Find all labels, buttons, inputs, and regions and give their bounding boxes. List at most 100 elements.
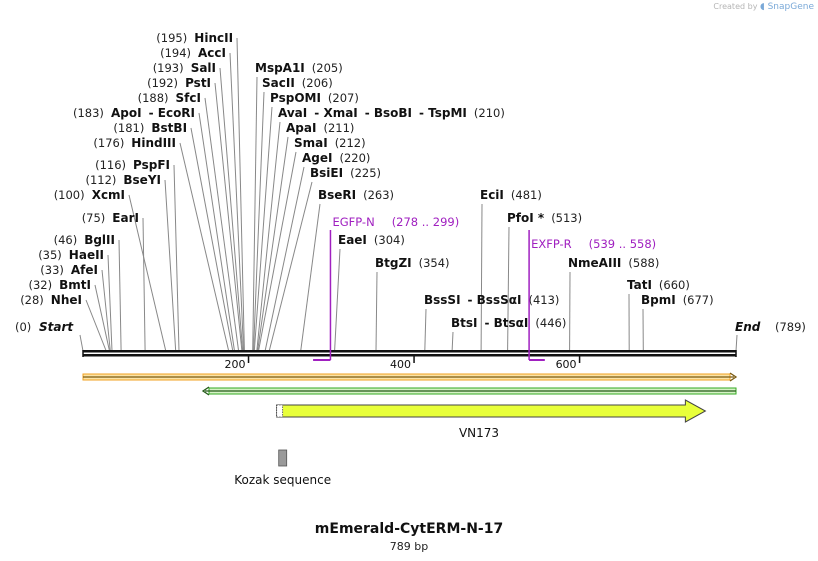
site-position: (28) xyxy=(20,293,44,307)
leader-bseyi xyxy=(164,179,177,352)
site-position: (513) xyxy=(551,211,582,225)
start-position: (0) xyxy=(15,320,31,334)
site-label-eari: (75) EarI xyxy=(82,211,139,225)
enzyme-name: HaeII xyxy=(69,248,104,262)
leader-avai xyxy=(256,121,281,352)
leader-sali xyxy=(219,67,244,352)
snapgene-logo-icon: ◖ xyxy=(759,2,765,12)
site-position: (188) xyxy=(138,91,169,105)
enzyme-name: EaeI xyxy=(338,233,367,247)
enzyme-name: SacII xyxy=(262,76,295,90)
leader-eari xyxy=(142,217,146,352)
site-position: (211) xyxy=(324,121,355,135)
leader-apai xyxy=(257,136,289,352)
site-position: (212) xyxy=(335,136,366,150)
primer-name: EXFP-R xyxy=(531,237,572,251)
site-label-agei: AgeI(220) xyxy=(302,151,370,165)
enzyme-name: - BtsαI xyxy=(485,316,529,330)
site-label-bsssi: BssSI- BssSαI(413) xyxy=(424,293,559,307)
enzyme-name: BsiEI xyxy=(310,166,343,180)
site-position: (176) xyxy=(93,136,124,150)
enzyme-name: AfeI xyxy=(71,263,98,277)
enzyme-name: AvaI xyxy=(278,106,307,120)
end-name: End xyxy=(735,320,761,334)
site-label-bglii: (46)BglII xyxy=(54,233,115,247)
leader-pspfi xyxy=(173,164,180,352)
leader-nhei xyxy=(85,299,107,352)
leader-acci xyxy=(229,52,245,352)
site-position: (354) xyxy=(419,256,450,270)
site-position: (481) xyxy=(511,188,542,202)
feature-arrow xyxy=(276,399,707,423)
site-label-pfoi: PfoI * (513) xyxy=(507,211,582,225)
site-label-btgzi: BtgZI (354) xyxy=(375,256,450,270)
backbone-bottom-strand xyxy=(83,354,736,357)
enzyme-name: - BssSαI xyxy=(468,293,522,307)
enzyme-name: EarI xyxy=(112,211,139,225)
site-label-haeii: (35) HaeII xyxy=(38,248,104,262)
enzyme-name: BssSI xyxy=(424,293,461,307)
site-label-bmti: (32)BmtI xyxy=(29,278,91,292)
site-position: (206) xyxy=(302,76,333,90)
site-label-ecii: EciI(481) xyxy=(480,188,542,202)
enzyme-name: NheI xyxy=(51,293,82,307)
site-position: (75) xyxy=(82,211,106,225)
enzyme-name: BpmI xyxy=(641,293,676,307)
leader-psponi xyxy=(253,106,273,352)
enzyme-name: - BsoBI xyxy=(365,106,412,120)
leader-xcmi xyxy=(128,194,167,352)
leader-sfci xyxy=(204,97,240,352)
leader-apoi xyxy=(198,112,235,352)
site-label-hincii: (195)HincII xyxy=(156,31,233,45)
enzyme-name: BtgZI xyxy=(375,256,412,270)
site-label-eaei: EaeI(304) xyxy=(338,233,405,247)
site-position: (33) xyxy=(40,263,64,277)
enzyme-name: PfoI * xyxy=(507,211,545,225)
site-label-bstbi: (181)BstBI xyxy=(113,121,187,135)
enzyme-name: NmeAIII xyxy=(568,256,621,270)
site-label-sfci: (188)SfcI xyxy=(138,91,201,105)
leader-mspa1i xyxy=(252,76,258,352)
end-label: End(789) xyxy=(735,320,806,334)
site-position: (112) xyxy=(86,173,117,187)
leader-bmti xyxy=(94,284,110,352)
site-label-acci: (194)AccI xyxy=(160,46,226,60)
leader-btgzi xyxy=(375,271,378,352)
site-position: (46) xyxy=(54,233,78,247)
feature-label: Kozak sequence xyxy=(234,473,331,487)
start-name: Start xyxy=(39,320,74,334)
site-label-pspfi: (116)PspFI xyxy=(95,158,170,172)
site-label-xcmi: (100) XcmI xyxy=(54,188,125,202)
primer-name: EGFP-N xyxy=(332,215,374,229)
feature-kozak: Kozak sequence xyxy=(234,449,331,487)
leader-bglii xyxy=(118,239,122,352)
site-position: (225) xyxy=(350,166,381,180)
leader-start xyxy=(79,334,84,352)
site-label-bseri: BseRI(263) xyxy=(318,188,394,202)
primer-exfp-r: EXFP-R(539 .. 558) xyxy=(528,230,656,361)
leader-bstbi xyxy=(190,127,234,352)
enzyme-name: SmaI xyxy=(294,136,328,150)
site-label-smai: SmaI (212) xyxy=(294,136,366,150)
arrow-head xyxy=(201,386,210,396)
site-leaders xyxy=(79,37,738,352)
leader-psti xyxy=(214,82,243,352)
site-position: (588) xyxy=(628,256,659,270)
enzyme-name: BseYI xyxy=(123,173,161,187)
enzyme-name: - TspMI xyxy=(419,106,467,120)
enzyme-name: XcmI xyxy=(92,188,125,202)
site-label-afei: (33) AfeI xyxy=(40,263,98,277)
site-label-sali: (193)SalI xyxy=(153,61,216,75)
ruler-tick-label: 200 xyxy=(225,358,246,371)
site-position: (35) xyxy=(38,248,62,262)
site-position: (100) xyxy=(54,188,85,202)
start-label: (0) Start xyxy=(15,320,74,334)
site-position: (195) xyxy=(156,31,187,45)
enzyme-name: SalI xyxy=(191,61,216,75)
site-position: (660) xyxy=(659,278,690,292)
leader-bseri xyxy=(300,203,321,352)
site-label-psponi: PspOMI(207) xyxy=(270,91,359,105)
enzyme-name: HindIII xyxy=(131,136,176,150)
